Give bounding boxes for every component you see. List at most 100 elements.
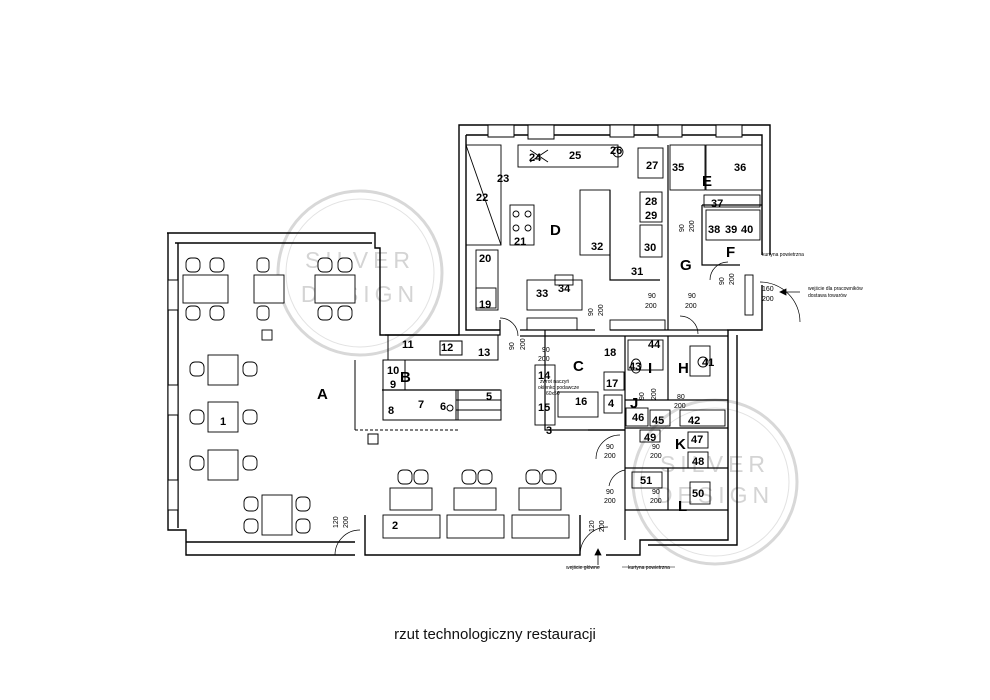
air-curtain-note-top: kurtyna powietrzna (762, 252, 804, 258)
dim-label: 200 (762, 296, 774, 303)
dim-label: 200 (604, 453, 616, 460)
dim-label: 200 (650, 498, 662, 505)
dim-label: 200 (674, 403, 686, 410)
zone-label-d: D (550, 222, 561, 239)
interior-walls (382, 145, 762, 540)
zone-labels: A B C D E F G H I J K L (317, 173, 735, 515)
dim-label: 200 (729, 273, 736, 285)
equipment-number: 49 (644, 432, 656, 444)
dim-label: 200 (604, 498, 616, 505)
zone-label-i: I (648, 360, 652, 377)
zone-label-g: G (680, 257, 692, 274)
dim-label: 90 (509, 342, 516, 350)
equipment-number: 26 (610, 145, 622, 157)
equipment-numbers: 1 2 3 4 5 6 7 8 9 10 11 12 13 14 15 16 1… (220, 145, 753, 532)
dim-label: 200 (651, 388, 658, 400)
bar-counter (354, 334, 502, 445)
staff-entrance-note: wejście dla pracowników (808, 286, 863, 292)
booth-seating (382, 469, 570, 539)
dim-label: 200 (599, 520, 606, 532)
zone-label-f: F (726, 244, 735, 261)
kitchen-equipment (465, 144, 763, 505)
dim-label: 80 (677, 394, 685, 401)
delivery-note: dostawa towarów (808, 293, 847, 299)
equipment-number: 12 (441, 342, 453, 354)
dim-label: 90 (542, 347, 550, 354)
equipment-number: 44 (648, 339, 661, 351)
equipment-number: 14 (538, 370, 551, 382)
plan-caption: rzut technologiczny restauracji (394, 626, 596, 643)
return-note-2: okienko podawcze (538, 385, 579, 391)
dim-label: 90 (652, 444, 660, 451)
equipment-number: 25 (569, 150, 581, 162)
dim-label: 90 (688, 293, 696, 300)
plan-notes: kurtyna powietrzna wejście dla pracownik… (538, 252, 863, 571)
equipment-number: 35 (672, 162, 684, 174)
zone-label-k: K (675, 436, 686, 453)
equipment-number: 5 (486, 391, 492, 403)
equipment-number: 37 (711, 198, 723, 210)
zone-label-b: B (400, 369, 411, 386)
dim-label: 90 (606, 444, 614, 451)
equipment-number: 48 (692, 456, 704, 468)
dim-label: 90 (606, 489, 614, 496)
zone-label-c: C (573, 358, 584, 375)
door-swings (334, 261, 801, 556)
equipment-number: 23 (497, 173, 509, 185)
equipment-number: 51 (640, 475, 652, 487)
equipment-number: 3 (546, 425, 552, 437)
equipment-number: 27 (646, 160, 658, 172)
main-entrance-note: wejście główne (566, 565, 600, 571)
equipment-number: 33 (536, 288, 548, 300)
equipment-number: 21 (514, 236, 526, 248)
equipment-number: 17 (606, 378, 618, 390)
equipment-number: 10 (387, 365, 399, 377)
equipment-number: 22 (476, 192, 488, 204)
equipment-number: 16 (575, 396, 587, 408)
equipment-number: 43 (629, 361, 641, 373)
equipment-number: 1 (220, 416, 226, 428)
dim-label: 200 (650, 453, 662, 460)
zone-label-a: A (317, 386, 328, 403)
equipment-number: 40 (741, 224, 753, 236)
equipment-number: 42 (688, 415, 700, 427)
equipment-number: 13 (478, 347, 490, 359)
equipment-number: 9 (390, 379, 396, 391)
zone-label-h: H (678, 360, 689, 377)
dimension-labels: 120 200 120 200 90 200 90 200 90 200 90 … (333, 220, 774, 532)
dim-label: 120 (333, 516, 340, 528)
dim-label: 200 (343, 516, 350, 528)
equipment-number: 8 (388, 405, 394, 417)
wall-piers (167, 124, 743, 511)
equipment-number: 30 (644, 242, 656, 254)
watermark-right: SILVER DESIGN (631, 398, 799, 566)
watermark-text-3: SILVER (660, 451, 770, 477)
equipment-number: 34 (558, 283, 571, 295)
equipment-number: 50 (692, 488, 704, 500)
equipment-number: 24 (529, 152, 542, 164)
equipment-number: 6 (440, 401, 446, 413)
dim-label: 90 (639, 392, 646, 400)
equipment-number: 39 (725, 224, 737, 236)
zone-label-j: J (630, 395, 638, 412)
equipment-number: 15 (538, 402, 550, 414)
dim-label: 90 (679, 224, 686, 232)
equipment-number: 29 (645, 210, 657, 222)
zone-label-l: L (678, 498, 687, 515)
dim-label: 200 (538, 356, 550, 363)
equipment-number: 18 (604, 347, 616, 359)
dining-furniture (182, 257, 356, 536)
dim-label: 90 (588, 308, 595, 316)
equipment-number: 46 (632, 412, 644, 424)
equipment-number: 32 (591, 241, 603, 253)
equipment-number: 2 (392, 520, 398, 532)
dim-label: 200 (689, 220, 696, 232)
dim-label: 200 (645, 303, 657, 310)
dim-label: 200 (598, 304, 605, 316)
dim-label: 120 (589, 520, 596, 532)
dim-label: 90 (648, 293, 656, 300)
return-note-3: 60x50 (546, 391, 560, 397)
dim-label: 160 (762, 286, 774, 293)
equipment-number: 11 (402, 339, 414, 351)
